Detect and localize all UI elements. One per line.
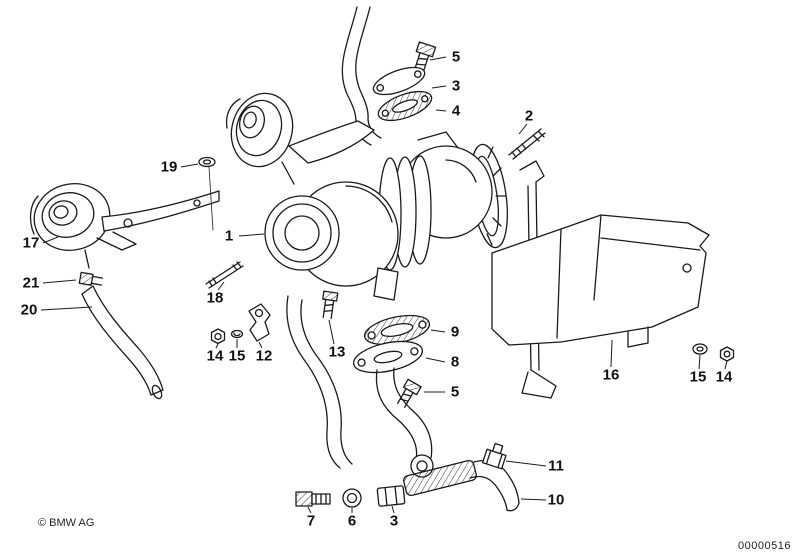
bracket-12-drawing	[248, 303, 271, 342]
hose-clamp-drawing	[481, 442, 507, 470]
leader-line-13	[328, 319, 335, 345]
leader-line-18	[217, 281, 225, 291]
leader-line-9	[430, 329, 446, 333]
stud-drawing	[508, 128, 546, 160]
hose-left-drawing	[81, 285, 164, 400]
part-callout-6[interactable]: 6	[347, 512, 357, 530]
bolt-bottom-drawing	[397, 378, 422, 409]
flange-top-drawing	[372, 66, 426, 96]
braided-hose-drawing	[403, 459, 477, 497]
leader-line-10	[520, 498, 547, 501]
leader-line-8	[425, 357, 446, 363]
nut-right-drawing	[719, 346, 735, 362]
washer-left-drawing	[230, 329, 244, 339]
leader-line-21	[42, 279, 77, 284]
part-callout-11[interactable]: 11	[548, 457, 564, 475]
leader-line-16	[610, 339, 613, 368]
part-callout-15[interactable]: 15	[689, 368, 707, 386]
drawing-number: 00000516	[738, 540, 791, 552]
part-callout-9[interactable]: 9	[450, 323, 460, 341]
part-callout-15[interactable]: 15	[228, 347, 246, 365]
turbocharger-drawing	[264, 131, 508, 301]
actuator-top-arm-drawing	[288, 120, 375, 164]
washer-19-drawing	[198, 156, 216, 231]
leader-line-12	[258, 341, 263, 349]
leader-line-15	[698, 354, 701, 370]
leader-line-3	[391, 505, 395, 514]
leader-line-7	[307, 506, 312, 514]
part-callout-1[interactable]: 1	[224, 227, 234, 245]
leader-line-5	[429, 56, 447, 61]
washer-right-drawing	[692, 343, 708, 355]
hose-10-drawing	[469, 459, 520, 512]
stud-18-drawing	[205, 261, 244, 289]
part-callout-8[interactable]: 8	[450, 353, 460, 371]
part-callout-7[interactable]: 7	[306, 512, 316, 530]
part-callout-3[interactable]: 3	[389, 512, 399, 530]
leader-line-3	[431, 85, 447, 89]
part-callout-14[interactable]: 14	[715, 368, 733, 386]
leader-line-11	[505, 460, 547, 467]
leader-line-1	[238, 233, 265, 237]
heat-shield-drawing	[491, 214, 710, 348]
part-callout-12[interactable]: 12	[255, 347, 273, 365]
leader-line-4	[435, 109, 447, 112]
wastegate-actuator-top-drawing	[225, 92, 295, 185]
part-callout-21[interactable]: 21	[22, 274, 40, 292]
part-callout-16[interactable]: 16	[602, 366, 620, 384]
part-callout-3[interactable]: 3	[451, 77, 461, 95]
banjo-bolt-drawing	[295, 491, 331, 507]
part-callout-17[interactable]: 17	[22, 234, 40, 252]
oil-drain-pipe-drawing	[286, 295, 353, 469]
leader-lines	[40, 56, 728, 514]
union-nut-drawing	[376, 485, 406, 507]
part-callout-5[interactable]: 5	[450, 383, 460, 401]
leader-line-17	[42, 236, 59, 244]
washer-6-drawing	[342, 488, 362, 508]
hollow-screw-drawing	[78, 271, 104, 286]
part-callout-14[interactable]: 14	[206, 347, 224, 365]
part-callout-19[interactable]: 19	[160, 158, 178, 176]
bolt-top-drawing	[412, 41, 437, 78]
nut-left-drawing	[210, 328, 226, 345]
copyright-text: © BMW AG	[38, 517, 95, 529]
leader-line-14	[215, 343, 219, 349]
leader-line-2	[518, 123, 528, 135]
bolt-13-drawing	[322, 290, 339, 320]
leader-line-19	[180, 163, 199, 168]
part-callout-2[interactable]: 2	[524, 107, 534, 125]
gasket-9-drawing	[363, 314, 431, 346]
flange-8-drawing	[352, 340, 424, 374]
part-callout-18[interactable]: 18	[206, 289, 224, 307]
part-callout-4[interactable]: 4	[451, 102, 461, 120]
leader-line-20	[40, 306, 93, 311]
part-callout-5[interactable]: 5	[451, 48, 461, 66]
wastegate-actuator-left-drawing	[29, 183, 220, 269]
gasket-top-drawing	[377, 90, 433, 122]
part-callout-20[interactable]: 20	[20, 301, 38, 319]
part-callout-13[interactable]: 13	[328, 343, 346, 361]
leader-line-14	[724, 360, 728, 370]
part-callout-10[interactable]: 10	[547, 491, 565, 509]
